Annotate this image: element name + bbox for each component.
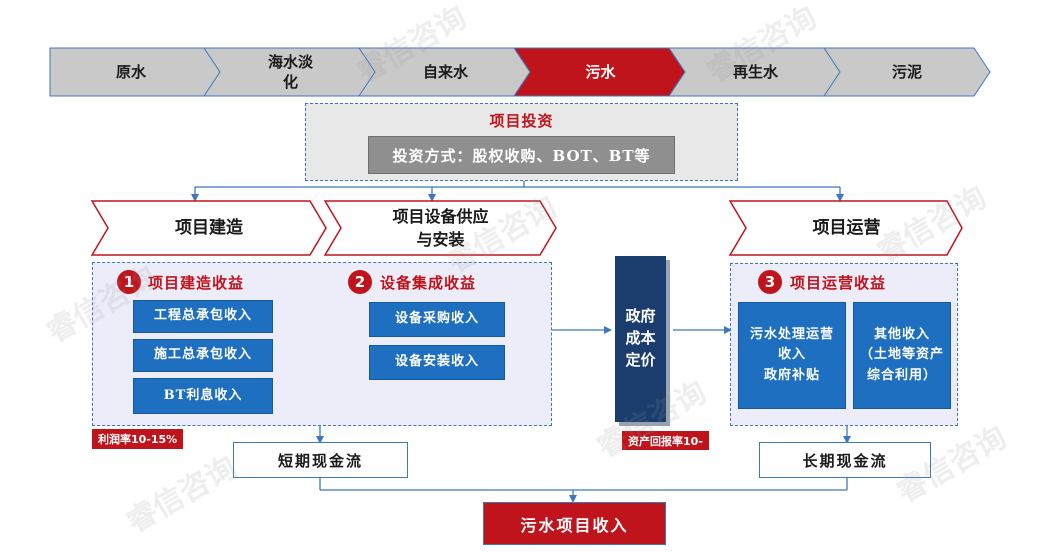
investment-method: 投资方式：股权收购、BOT、BT等 — [368, 136, 675, 174]
phase-operation-label: 项目运营 — [812, 217, 881, 238]
operation-income-item-1: 污水处理运营 收入 政府补贴 — [738, 302, 846, 409]
phase-construction-label: 项目建造 — [175, 217, 243, 238]
phase-equipment-label: 项目设备供应 与安装 — [392, 206, 489, 249]
long-cash-flow-box: 长期现金流 — [759, 442, 931, 478]
phase-operation-shape[interactable] — [728, 200, 963, 256]
chevron-sludge[interactable] — [823, 47, 991, 97]
construction-income-item-2: 施工总承包收入 — [133, 339, 273, 372]
chevron-label-tap-water: 自来水 — [422, 62, 468, 81]
government-pricing-label: 政府 成本 定价 — [625, 307, 656, 369]
construction-income-title: 项目建造收益 — [148, 274, 245, 292]
short-cash-flow-box: 短期现金流 — [233, 442, 408, 478]
sewage-income-box: 污水项目收入 — [483, 502, 666, 545]
equipment-number-badge: 2 — [348, 270, 372, 294]
value-chain-shapes — [49, 47, 991, 97]
equipment-income-title: 设备集成收益 — [380, 274, 477, 292]
equipment-income-item-2: 设备安装收入 — [369, 345, 505, 380]
chevron-label-sludge: 污泥 — [891, 62, 922, 81]
operation-number-badge: 3 — [758, 270, 782, 294]
construction-number-badge: 1 — [117, 270, 141, 294]
phase-construction-shape[interactable] — [90, 200, 327, 256]
operation-income-item-2: 其他收入 （土地等资产 综合利用） — [853, 302, 951, 409]
asset-return-badge: 资产回报率10- — [622, 431, 709, 450]
investment-title: 项目投资 — [489, 112, 554, 130]
chevron-label-raw-water: 原水 — [115, 62, 146, 81]
phase-equipment-shape[interactable] — [323, 200, 557, 256]
construction-income-item-1: 工程总承包收入 — [133, 300, 273, 333]
government-pricing-box: 政府 成本 定价 — [615, 256, 666, 422]
chevron-label-desalination: 海水淡 化 — [267, 52, 313, 91]
chevron-label-sewage: 污水 — [585, 62, 616, 81]
chevron-label-reclaimed-water: 再生水 — [732, 62, 778, 81]
equipment-income-item-1: 设备采购收入 — [369, 302, 505, 337]
operation-income-title: 项目运营收益 — [790, 274, 887, 292]
profit-margin-badge: 利润率10-15% — [92, 429, 184, 449]
investment-panel: 项目投资 投资方式：股权收购、BOT、BT等 — [305, 103, 738, 181]
construction-income-item-3: BT利息收入 — [133, 378, 273, 414]
phase-chevrons — [90, 200, 963, 256]
